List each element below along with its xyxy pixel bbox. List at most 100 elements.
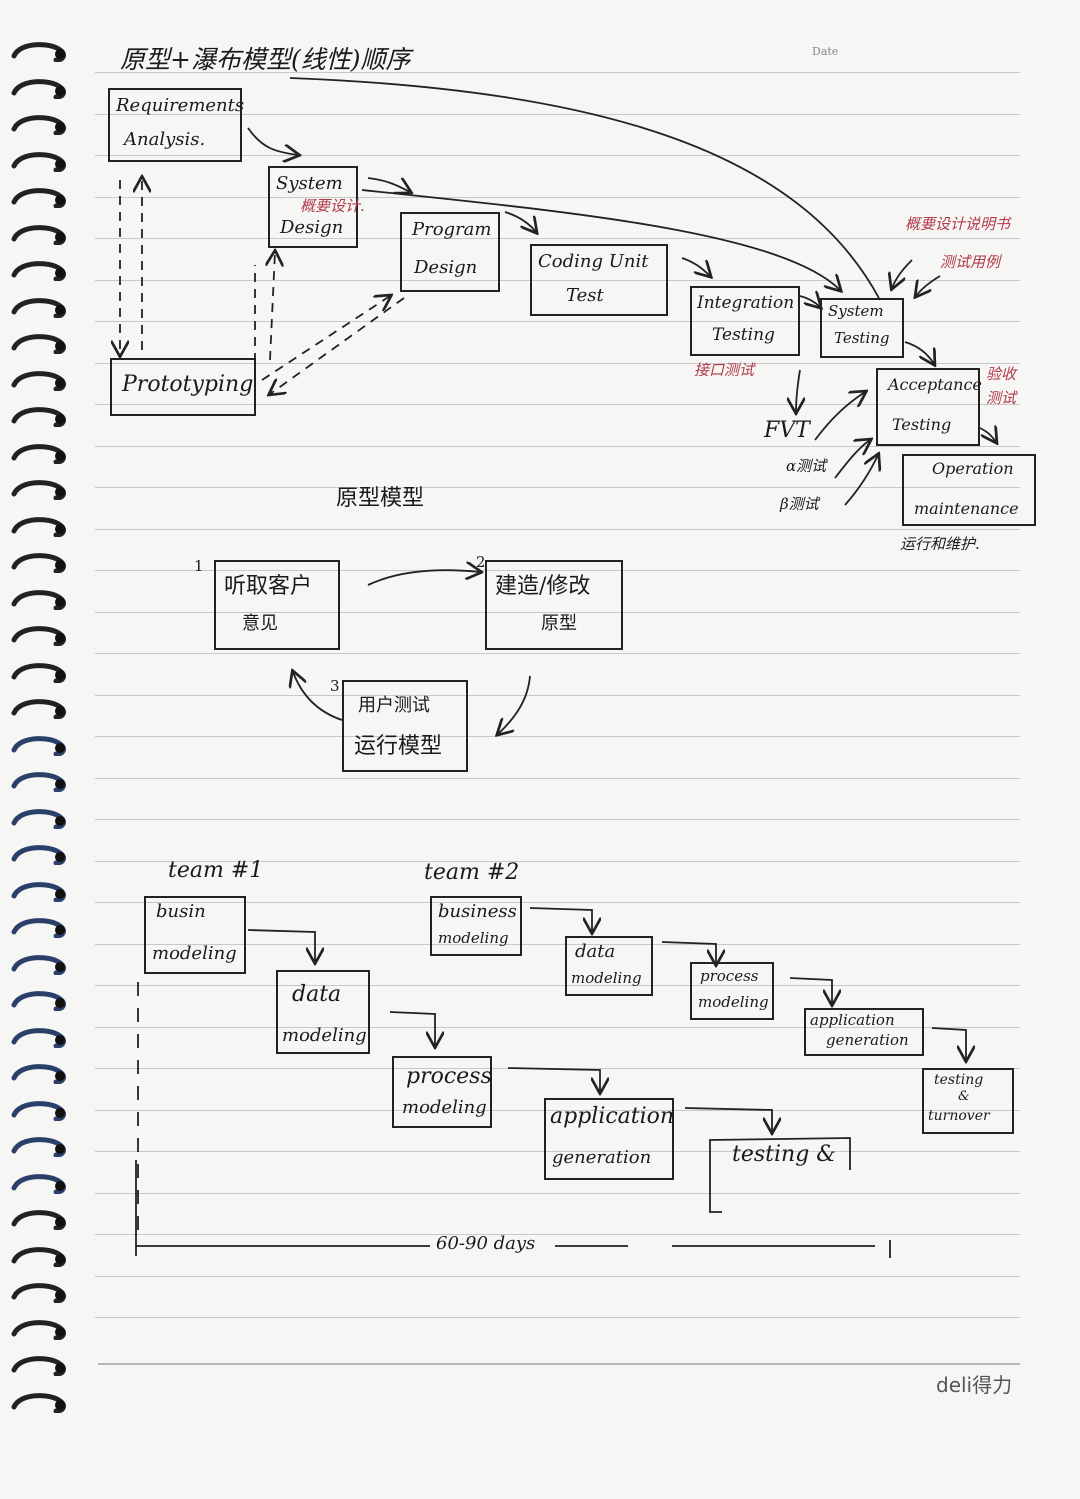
ruled-line [95, 487, 1020, 488]
spiral-ring [10, 442, 70, 464]
operation-maintenance-box: Operation maintenance [902, 454, 1036, 526]
ruled-line [95, 695, 1020, 696]
arrow-t1-business-to-data [247, 929, 315, 962]
spiral-ring [10, 405, 70, 427]
requirements-analysis-box: Requirements Analysis. [108, 88, 244, 162]
spiral-ring [10, 113, 70, 135]
arrow-beta-to-acceptance [844, 455, 878, 506]
spiral-ring [10, 1099, 70, 1121]
team1-label: team #1 [168, 858, 264, 883]
spiral-ring [10, 1318, 70, 1340]
system-design-box: System Design [268, 166, 358, 248]
step1-number: 1 [194, 557, 204, 575]
t1-testing-bracket [709, 1137, 851, 1213]
t2-process-modeling-box: process modeling [690, 962, 774, 1020]
arrow-progdesign-to-coding [504, 211, 536, 232]
spiral-ring [10, 478, 70, 500]
page-title: 原型+瀑布模型(线性)顺序 [120, 45, 411, 74]
ruled-line [95, 280, 1020, 281]
spiral-ring [10, 1026, 70, 1048]
team2-label: team #2 [424, 860, 520, 885]
ruled-line [95, 446, 1020, 447]
t1-application-generation-box: application generation [544, 1098, 674, 1180]
spiral-ring [10, 880, 70, 902]
ruled-line [95, 1234, 1020, 1235]
spiral-ring [10, 624, 70, 646]
arrow-step2-to-step3 [498, 675, 531, 734]
spiral-ring [10, 807, 70, 829]
t2-data-modeling-box: data modeling [565, 936, 653, 996]
ruled-line [95, 363, 1020, 364]
ruled-line [95, 570, 1020, 571]
spiral-ring [10, 1172, 70, 1194]
spiral-ring [10, 296, 70, 318]
ruled-line [95, 819, 1020, 820]
arrow-coding-to-integration [681, 257, 710, 276]
t1-business-modeling-box: busin modeling [144, 896, 246, 974]
spiral-ring [10, 40, 70, 62]
curve-sysdesign-to-systest [361, 189, 840, 290]
acceptance-testing-box: Acceptance Testing [876, 368, 982, 446]
arrow-t1-app-to-testing [684, 1107, 772, 1132]
spiral-ring [10, 515, 70, 537]
ruled-line [95, 902, 1020, 903]
prototype-model-title: 原型模型 [336, 486, 425, 511]
spiral-ring [10, 916, 70, 938]
ruled-line [95, 861, 1020, 862]
arrow-integration-note [796, 369, 800, 412]
ruled-line [95, 321, 1020, 322]
ruled-line [95, 404, 1020, 405]
spiral-ring [10, 588, 70, 610]
dash-proto-to-progdesign [261, 296, 390, 381]
spiral-ring [10, 989, 70, 1011]
spiral-ring [10, 332, 70, 354]
t1-testing-label: testing & [732, 1142, 836, 1167]
system-testing-box: System Testing [820, 298, 904, 358]
spiral-ring [10, 77, 70, 99]
step1-box: 听取客户 意见 [214, 560, 340, 650]
t1-process-modeling-box: process modeling [392, 1056, 492, 1128]
spiral-ring [10, 734, 70, 756]
t2-business-modeling-box: business modeling [430, 896, 522, 956]
curve-req-to-systest [289, 77, 881, 301]
operation-note: 运行和维护. [900, 535, 980, 553]
ruled-line [95, 736, 1020, 737]
ruled-line [95, 1317, 1020, 1318]
t1-data-modeling-box: data modeling [276, 970, 370, 1054]
t2-application-generation-box: application generation [804, 1008, 924, 1056]
arrow-note-to-systest [892, 259, 913, 288]
spiral-ring [10, 843, 70, 865]
ruled-line [95, 1193, 1020, 1194]
dash-proto-to-sysdesign [270, 252, 275, 361]
ruled-line [95, 778, 1020, 779]
arrow-req-to-sysdesign [247, 127, 298, 155]
dash-progdesign-to-proto [270, 297, 405, 394]
arrow-acceptance-to-operation [979, 428, 996, 442]
coding-unit-test-box: Coding Unit Test [530, 244, 668, 316]
spiral-ring [10, 661, 70, 683]
brand-logo: deli得力 [936, 1373, 1013, 1397]
spiral-ring [10, 1135, 70, 1157]
arrow-step1-to-step2 [367, 570, 480, 586]
arrow-systest-to-acceptance [904, 341, 934, 364]
arrow-sysdesign-to-progdesign [367, 177, 410, 192]
spiral-ring [10, 1062, 70, 1084]
arrow-t1-data-to-process [389, 1011, 435, 1046]
acceptance-note-1: 验收 [986, 365, 1017, 383]
arrow-t2-app-to-testing [931, 1027, 966, 1060]
step3-box: 用户测试 运行模型 [342, 680, 468, 772]
arrow-t1-process-to-app [507, 1067, 600, 1092]
arrow-t2-data-to-process [661, 941, 716, 964]
date-label: Date [812, 45, 839, 58]
fvt-label: FVT [764, 418, 810, 443]
system-testing-note-doc: 概要设计说明书 [905, 215, 1011, 233]
integration-testing-box: Integration Testing [690, 286, 800, 356]
ruled-line [95, 1110, 1020, 1111]
ruled-line [95, 529, 1020, 530]
arrow-step3-to-step1 [293, 672, 343, 721]
ruled-line [95, 985, 1020, 986]
duration-label: 60-90 days [436, 1233, 536, 1254]
ruled-line [95, 1151, 1020, 1152]
step2-number: 2 [476, 553, 486, 571]
ruled-line [95, 197, 1020, 198]
